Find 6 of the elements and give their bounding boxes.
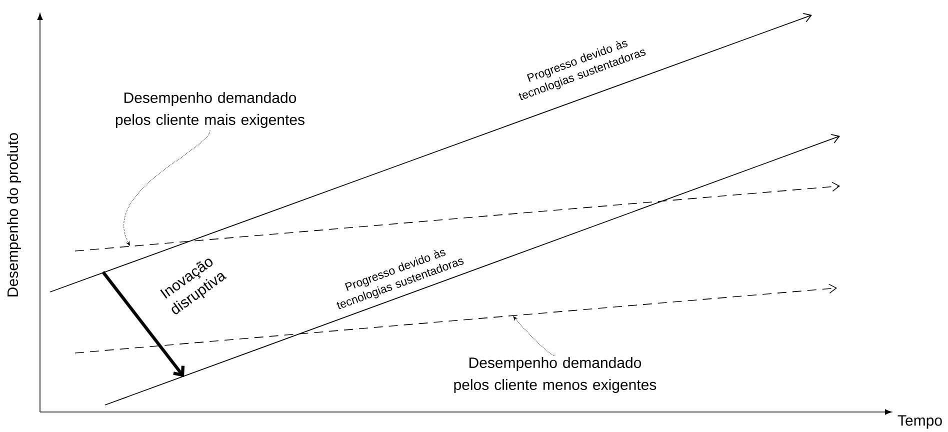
axis-title: Desempenho do produto <box>7 133 21 296</box>
callout-text: Desempenho demandado pelos cliente menos exigentes <box>454 357 656 393</box>
callout-text: Desempenho demandado pelos cliente mais exigentes <box>116 92 304 128</box>
leader-line <box>124 130 210 246</box>
axis-title: Tempo <box>898 415 942 429</box>
leader-line <box>513 316 556 356</box>
